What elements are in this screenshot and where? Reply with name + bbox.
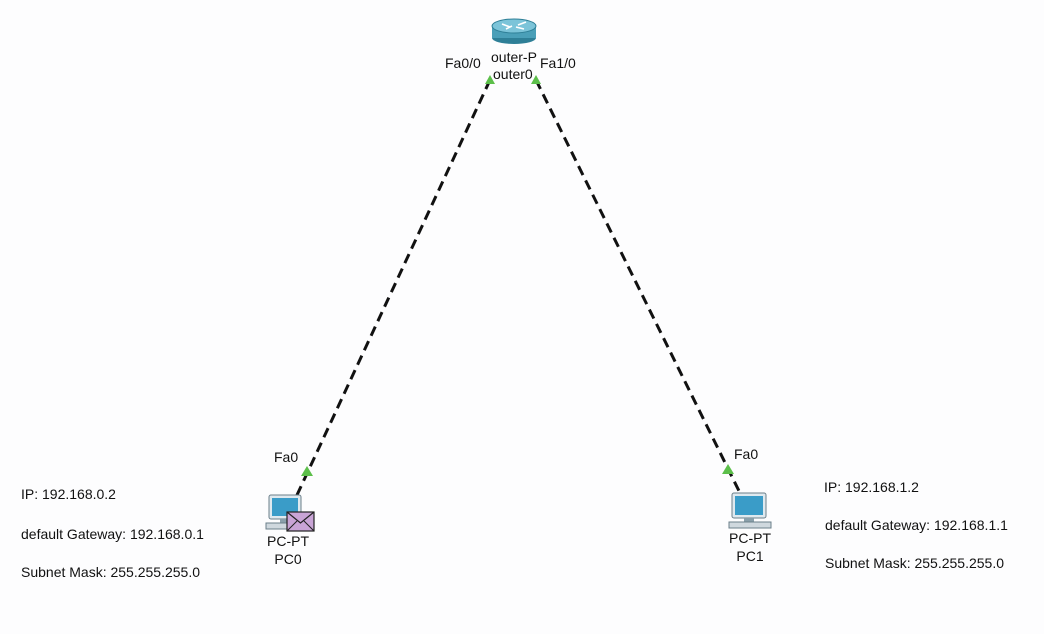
port-status-pc0-fa0-icon <box>301 466 313 476</box>
pc1-gateway-note[interactable]: default Gateway: 192.168.1.1 <box>825 517 1008 533</box>
port-status-pc1-fa0-icon <box>722 464 734 474</box>
pdu-envelope-icon[interactable] <box>286 511 315 532</box>
port-status-router-fa1-0-icon <box>531 75 541 84</box>
link-router-pc1[interactable] <box>534 79 743 496</box>
pc0-icon[interactable] <box>265 494 307 530</box>
pc0-name-label: PC0 <box>274 551 302 567</box>
pc1-model-label: PC-PT <box>729 530 771 546</box>
pc0-gateway-note[interactable]: default Gateway: 192.168.0.1 <box>21 526 204 542</box>
pc1-ip-note[interactable]: IP: 192.168.1.2 <box>824 479 919 495</box>
pc1-name-label: PC1 <box>736 548 764 564</box>
pc1-port-label: Fa0 <box>734 446 759 462</box>
pc1-icon[interactable] <box>728 492 772 529</box>
pc0-ip-note[interactable]: IP: 192.168.0.2 <box>21 486 116 502</box>
link-router-pc0[interactable] <box>295 79 492 496</box>
router-icon[interactable] <box>491 18 537 44</box>
router-model-label: outer-P <box>491 49 537 65</box>
router-name-label: outer0 <box>493 66 533 82</box>
port-status-router-fa0-0-icon <box>485 75 495 84</box>
pc1-mask-note[interactable]: Subnet Mask: 255.255.255.0 <box>825 555 1005 571</box>
router-port-fa1-0-label: Fa1/0 <box>540 55 576 71</box>
pc0-mask-note[interactable]: Subnet Mask: 255.255.255.0 <box>21 564 201 580</box>
pc0-port-label: Fa0 <box>274 449 299 465</box>
pc0-model-label: PC-PT <box>267 533 309 549</box>
router-port-fa0-0-label: Fa0/0 <box>445 55 481 71</box>
